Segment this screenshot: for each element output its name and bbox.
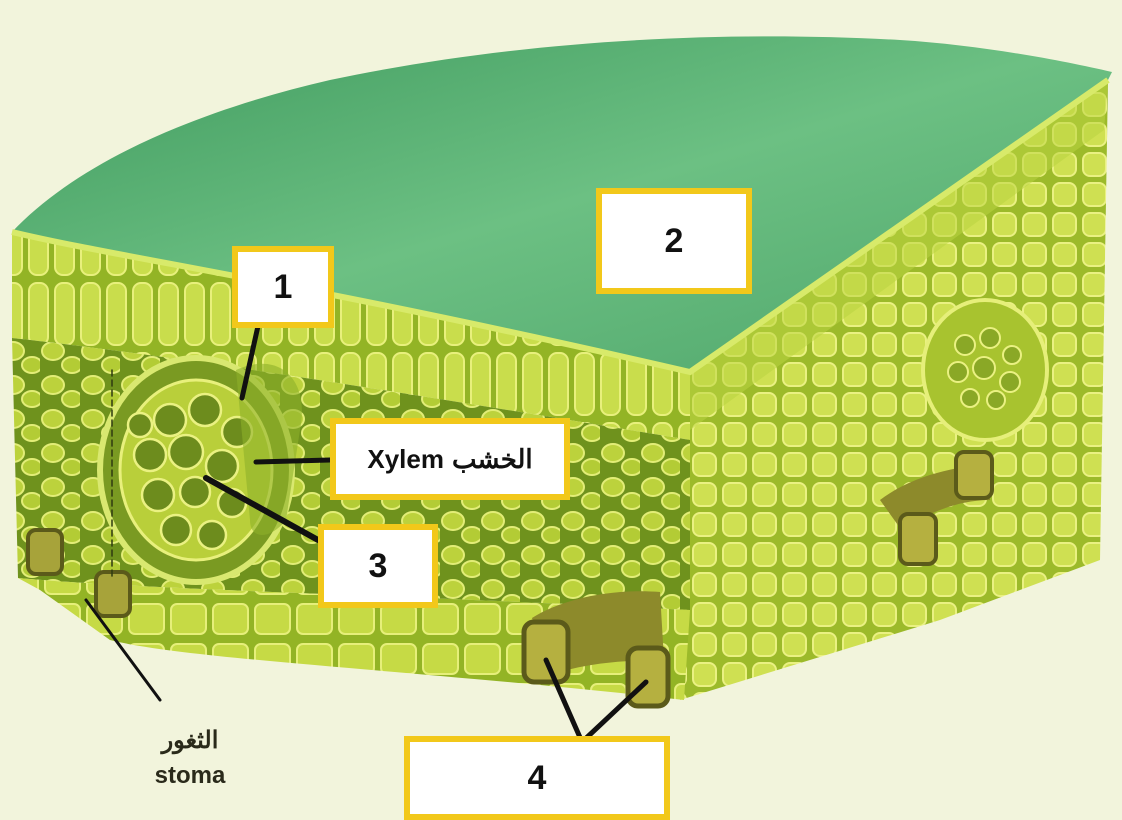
label-2: 2 <box>596 188 752 294</box>
xylem-arabic-text: الخشب <box>452 444 533 475</box>
stoma-arabic-label: الثغور <box>130 726 250 755</box>
label-2-text: 2 <box>665 222 684 261</box>
side-vascular-bundle <box>923 300 1047 440</box>
label-3-text: 3 <box>369 547 388 586</box>
label-xylem: Xylem الخشب <box>330 418 570 500</box>
label-4: 4 <box>404 736 670 820</box>
xylem-english-text: Xylem <box>367 444 444 475</box>
label-3: 3 <box>318 524 438 608</box>
label-1-text: 1 <box>274 268 293 307</box>
label-4-text: 4 <box>528 759 547 798</box>
stoma-english-label: stoma <box>120 762 260 790</box>
label-1: 1 <box>232 246 334 328</box>
